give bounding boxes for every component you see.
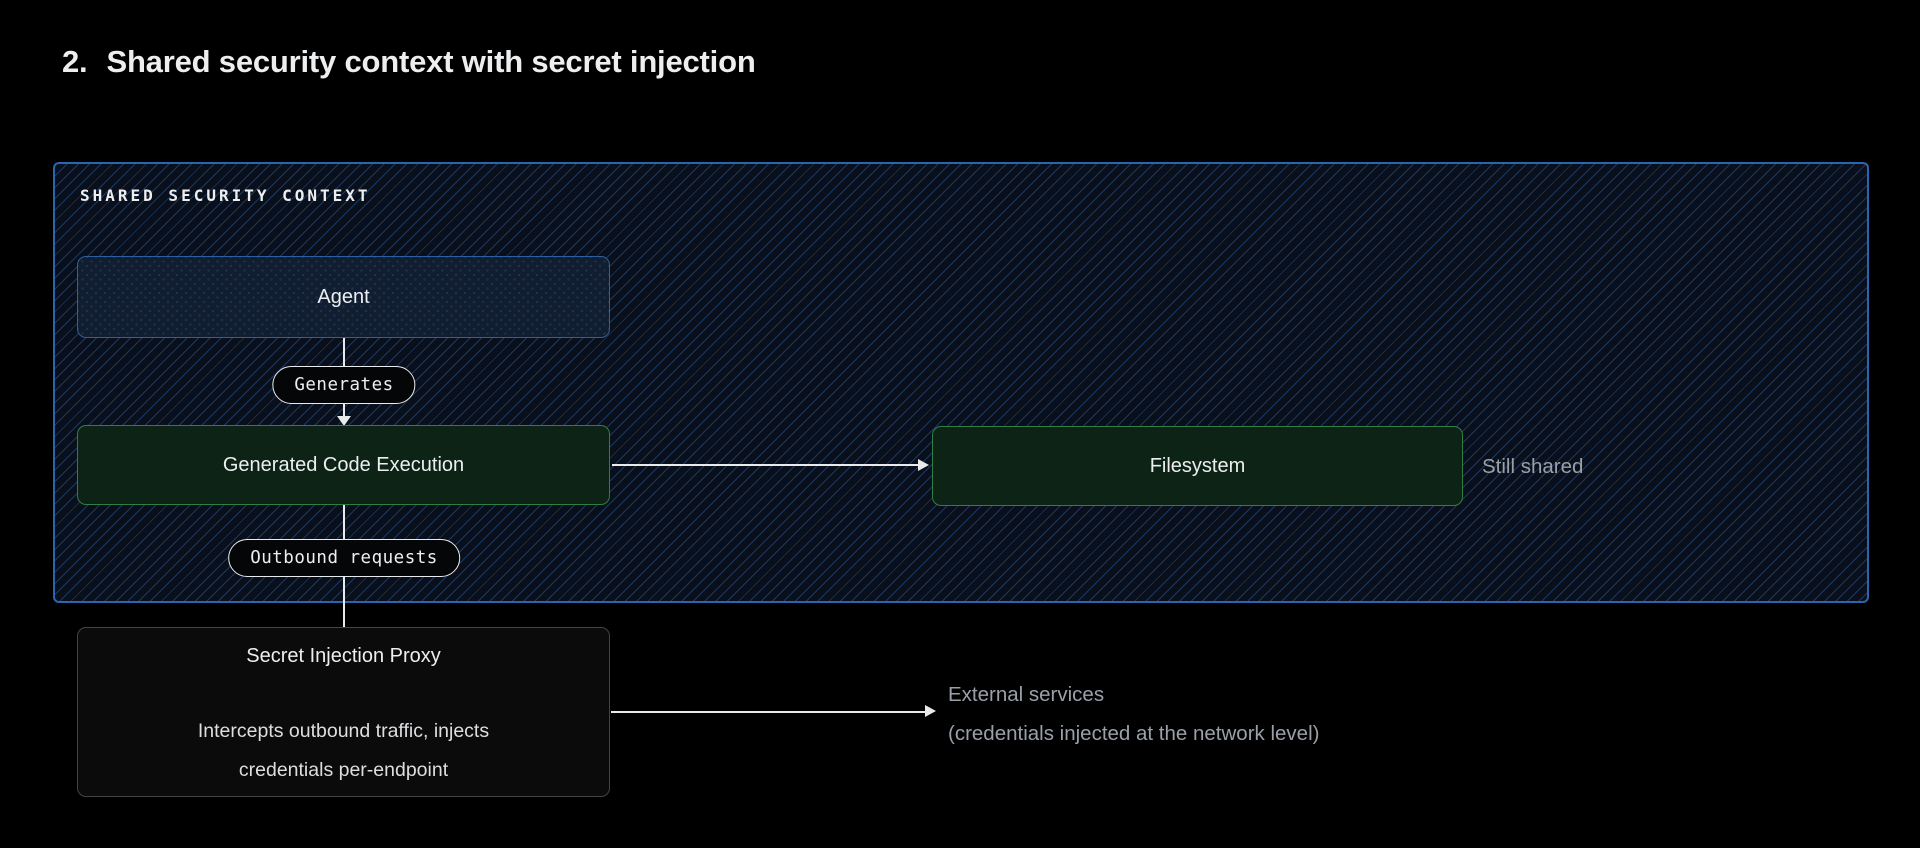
edge-execution-to-filesystem — [612, 464, 920, 466]
external-services-note: (credentials injected at the network lev… — [948, 721, 1320, 745]
edge-proxy-to-external-services — [611, 711, 927, 713]
node-agent: Agent — [77, 256, 610, 338]
arrow-right-icon — [925, 705, 936, 717]
edge-label-outbound-requests: Outbound requests — [228, 539, 460, 577]
edge-label-generates: Generates — [272, 366, 416, 404]
node-generated-code-execution-label: Generated Code Execution — [222, 453, 465, 476]
external-services-line: External services — [948, 683, 1105, 706]
node-secret-injection-proxy: Secret Injection Proxy Intercepts outbou… — [77, 627, 610, 797]
node-agent-label: Agent — [317, 285, 370, 308]
arrow-right-icon — [918, 459, 929, 471]
edge-label-generates-text: Generates — [294, 375, 394, 395]
annotation-still-shared: Still shared — [1482, 455, 1584, 478]
page-title-number: 2. — [62, 44, 88, 79]
node-generated-code-execution: Generated Code Execution — [77, 425, 610, 505]
arrow-down-icon — [337, 416, 351, 426]
proxy-title: Secret Injection Proxy — [246, 645, 441, 667]
shared-security-context-region: SHARED SECURITY CONTEXT — [53, 162, 1869, 603]
node-filesystem: Filesystem — [932, 426, 1463, 506]
page-title-text: Shared security context with secret inje… — [106, 44, 756, 79]
shared-context-label: SHARED SECURITY CONTEXT — [80, 186, 371, 205]
edge-label-outbound-requests-text: Outbound requests — [250, 548, 438, 568]
node-filesystem-label: Filesystem — [1149, 454, 1246, 477]
annotation-external-services: External services (credentials injected … — [948, 676, 1319, 753]
proxy-description: Intercepts outbound traffic, injects cre… — [197, 720, 490, 781]
page-title: 2. Shared security context with secret in… — [62, 44, 756, 80]
